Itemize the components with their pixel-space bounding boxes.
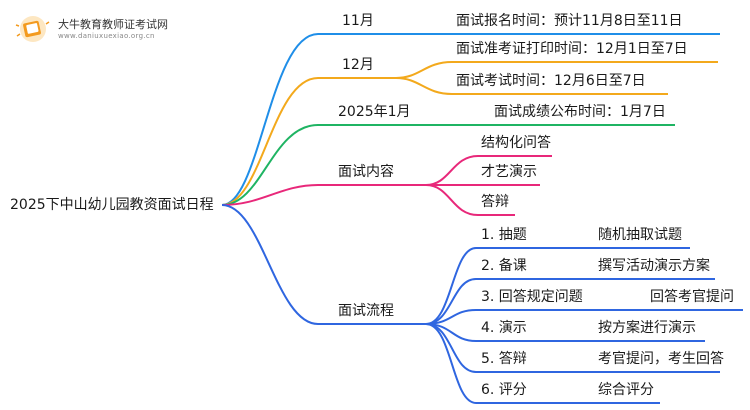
branch-dec-item-1: 面试准考证打印时间：12月1日至7日 [456,41,688,57]
branch-dec-label: 12月 [342,57,374,73]
site-logo: 大牛教育教师证考试网 www.daniuxuexiao.org.cn [14,14,174,46]
content-item-talent: 才艺演示 [481,164,537,180]
branch-jan-item-1: 面试成绩公布时间：1月7日 [494,104,666,120]
process-step-1-detail: 随机抽取试题 [598,227,682,243]
root-topic: 2025下中山幼儿园教资面试日程 [10,197,214,213]
branch-nov-item-1: 面试报名时间：预计11月8日至11日 [456,13,683,29]
connector-root-to-dec [221,77,319,206]
process-step-5-detail: 考官提问，考生回答 [598,351,724,367]
process-step-2: 2. 备课 [481,258,527,274]
process-step-6: 6. 评分 [481,382,527,398]
connector-root-to-nov [221,33,319,206]
branch-dec-item-2: 面试考试时间：12月6日至7日 [456,73,646,89]
connector-root-to-content [221,184,319,206]
process-step-5: 5. 答辩 [481,351,527,367]
process-step-3-detail: 回答考官提问 [650,289,734,305]
branch-jan-label: 2025年1月 [338,104,411,120]
process-step-2-detail: 撰写活动演示方案 [598,258,710,274]
content-item-structured-qa: 结构化问答 [481,135,551,151]
book-logo-icon [15,16,50,42]
process-step-3: 3. 回答规定问题 [481,289,583,305]
process-step-6-detail: 综合评分 [598,382,654,398]
connector-root-to-process [221,204,319,325]
branch-process-label: 面试流程 [338,303,394,319]
branch-content-label: 面试内容 [338,164,394,180]
process-step-4-detail: 按方案进行演示 [598,320,696,336]
process-step-1: 1. 抽题 [481,227,527,243]
connector-root-to-jan [221,124,319,206]
branch-nov-label: 11月 [342,13,374,29]
logo-site-name: 大牛教育教师证考试网 [58,18,168,31]
content-item-defense: 答辩 [481,194,509,210]
process-step-4: 4. 演示 [481,320,527,336]
logo-site-url: www.daniuxuexiao.org.cn [58,32,155,40]
